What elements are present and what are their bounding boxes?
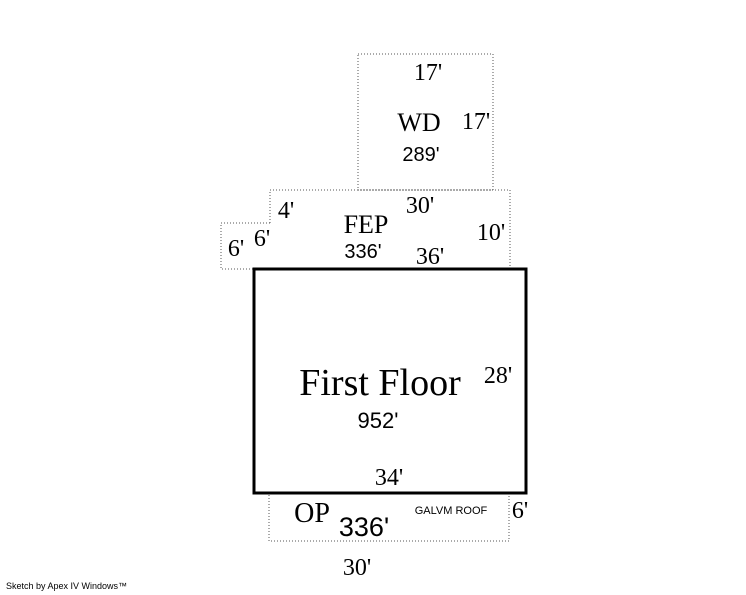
fep-notch-outline	[220, 222, 270, 270]
fep-outline	[269, 189, 511, 269]
wd-side-dimension: 17'	[462, 109, 490, 135]
op-roof-note: GALVM ROOF	[415, 505, 488, 517]
first-floor-outline	[252, 267, 528, 495]
op-bottom-dimension: 30'	[343, 555, 371, 581]
fep-top-dimension: 30'	[406, 193, 434, 219]
wd-top-dimension: 17'	[414, 60, 442, 86]
fep-area: 336'	[344, 241, 381, 263]
fep-label: FEP	[344, 210, 389, 239]
wd-label: WD	[397, 108, 440, 137]
fep-notch-right-dimension: 6'	[254, 226, 270, 252]
op-area: 336'	[339, 512, 389, 542]
sketch-credit: Sketch by Apex IV Windows™	[6, 581, 128, 591]
first-floor-label: First Floor	[299, 362, 461, 404]
op-label: OP	[294, 498, 330, 529]
fep-right-dimension: 10'	[477, 220, 505, 246]
first-floor-right-dimension: 28'	[484, 363, 512, 389]
op-right-dimension: 6'	[512, 498, 528, 524]
fep-bottom-dimension: 36'	[416, 244, 444, 270]
first-floor-area: 952'	[358, 408, 399, 433]
fep-step-dimension: 4'	[278, 198, 294, 224]
wd-area: 289'	[402, 144, 439, 166]
fep-notch-left-dimension: 6'	[228, 236, 244, 262]
first-floor-bottom-dimension: 34'	[375, 465, 403, 491]
wd-outline	[357, 53, 494, 191]
